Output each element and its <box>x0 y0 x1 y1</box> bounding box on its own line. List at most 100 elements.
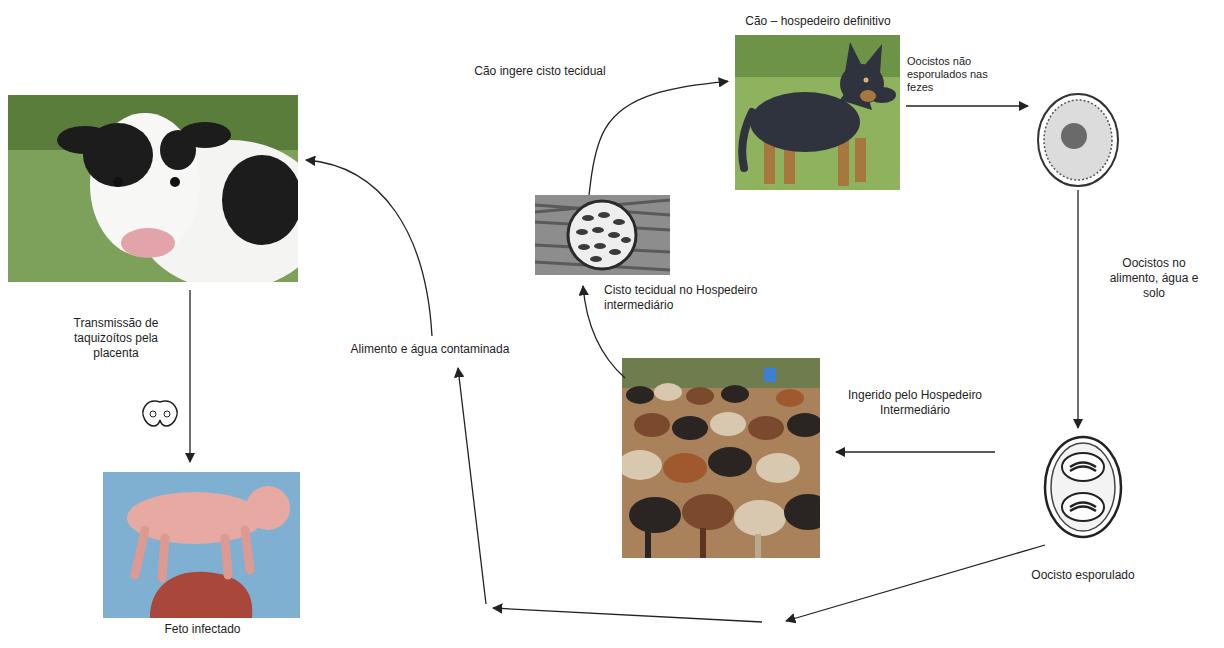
animal <box>748 416 784 440</box>
animal-leg <box>755 534 761 558</box>
bradyzoite <box>590 256 602 262</box>
animal <box>787 413 820 437</box>
sporulated-oocyst <box>1045 437 1121 537</box>
animal <box>710 412 746 436</box>
bradyzoite <box>582 215 594 221</box>
fetus-photo-node: Feto infectado <box>100 470 307 637</box>
contamination-arrow <box>306 160 432 336</box>
bradyzoite <box>594 243 606 249</box>
animal <box>634 413 670 437</box>
node-caption: Cisto tecidual no Hospedeiro intermediár… <box>604 283 799 313</box>
animal <box>756 453 800 483</box>
picture-area <box>100 470 307 622</box>
dog-ear <box>845 42 862 72</box>
grass-background <box>735 35 900 77</box>
animal <box>663 453 707 483</box>
bradyzoite <box>592 227 604 233</box>
placenta-lobe <box>164 411 170 417</box>
picture-area <box>1020 430 1148 568</box>
muscle-fibres <box>535 200 670 270</box>
bradyzoite <box>576 229 588 235</box>
tissue-cyst-image <box>535 195 670 275</box>
node-caption: Feto infectado <box>102 622 303 637</box>
step-label: Alimento e água contaminada <box>305 342 555 357</box>
host-photo-node: Cão – hospedeiro definitivo <box>728 14 909 191</box>
bradyzoite <box>608 232 620 238</box>
calf-patch <box>222 155 298 245</box>
step-label: Transmissão de taquizoítos pela placenta <box>50 316 182 361</box>
flock <box>622 383 820 558</box>
step-label: Ingerido pelo Hospedeiro Intermediário <box>846 388 984 418</box>
animal <box>784 494 820 530</box>
faeces-arrow <box>906 105 1028 106</box>
calf-patch <box>160 130 196 170</box>
picture-area <box>532 195 817 283</box>
bradyzoite <box>613 219 625 225</box>
dog-eye <box>864 78 869 83</box>
animal <box>686 387 714 405</box>
fetus-head <box>246 486 290 530</box>
dog-leg <box>855 138 866 182</box>
contamination-arrow <box>786 545 1045 621</box>
intermediate-host-herd-photo <box>622 358 820 558</box>
oocyst-inner-wall <box>1044 100 1112 180</box>
oocyst-image-node: Oocisto esporulado <box>1020 430 1148 583</box>
cyst-wall <box>568 201 636 269</box>
bradyzoite <box>609 249 621 255</box>
animal-leg <box>700 528 706 558</box>
animal <box>629 497 681 533</box>
animal <box>721 385 749 403</box>
bradyzoite <box>598 212 610 218</box>
calf-nose <box>121 228 175 258</box>
oocyst-wall <box>1045 437 1121 537</box>
node-caption: Oocisto esporulado <box>1022 568 1144 583</box>
animal <box>626 386 654 404</box>
animal <box>654 383 682 401</box>
sporont <box>1061 123 1087 149</box>
blue-object <box>764 368 776 382</box>
dog-cheek <box>860 90 876 102</box>
muscle-tissue <box>535 195 670 275</box>
step-label: Oocistos no alimento, água e solo <box>1098 256 1210 301</box>
edge-label: Cão ingere cisto tecidual <box>455 64 625 79</box>
animal <box>672 416 708 440</box>
placenta-symbol <box>143 401 177 426</box>
bradyzoite <box>621 237 631 243</box>
calf-photo <box>8 95 298 282</box>
step-label: Oocistos não esporulados nas fezes <box>907 55 1009 94</box>
oocyst-inner-wall <box>1051 443 1115 531</box>
calf-eye <box>113 177 123 187</box>
unsporulated-oocyst <box>1038 94 1118 186</box>
node-caption: Cão – hospedeiro definitivo <box>731 14 905 29</box>
cyst-image-node: Cisto tecidual no Hospedeiro intermediár… <box>532 195 817 313</box>
animal <box>622 450 662 480</box>
dog-photo <box>735 35 900 190</box>
animal <box>682 494 734 530</box>
placenta-outline <box>143 401 177 426</box>
placenta-lobe <box>150 411 156 417</box>
calf-patch <box>83 123 153 187</box>
animal <box>708 447 752 477</box>
grass-ground <box>735 35 900 190</box>
animal <box>734 500 786 536</box>
photo-background <box>103 472 300 618</box>
fetus-legs <box>135 530 250 578</box>
bradyzoites <box>576 212 631 262</box>
trees-background <box>622 358 820 388</box>
contamination-arrow <box>458 368 486 604</box>
dog-ear <box>864 44 882 74</box>
bradyzoite <box>578 244 590 250</box>
ingestion-arrow <box>836 451 995 452</box>
transmission-arrow <box>189 290 190 462</box>
infected-fetus-photo <box>103 472 300 618</box>
sporozoites <box>1070 463 1096 512</box>
contamination-arrow <box>493 608 762 622</box>
cycle-arrow <box>589 81 728 195</box>
calf-eye <box>170 177 180 187</box>
animal <box>776 389 804 407</box>
picture-area <box>728 29 909 191</box>
environment-arrow <box>1077 190 1078 428</box>
